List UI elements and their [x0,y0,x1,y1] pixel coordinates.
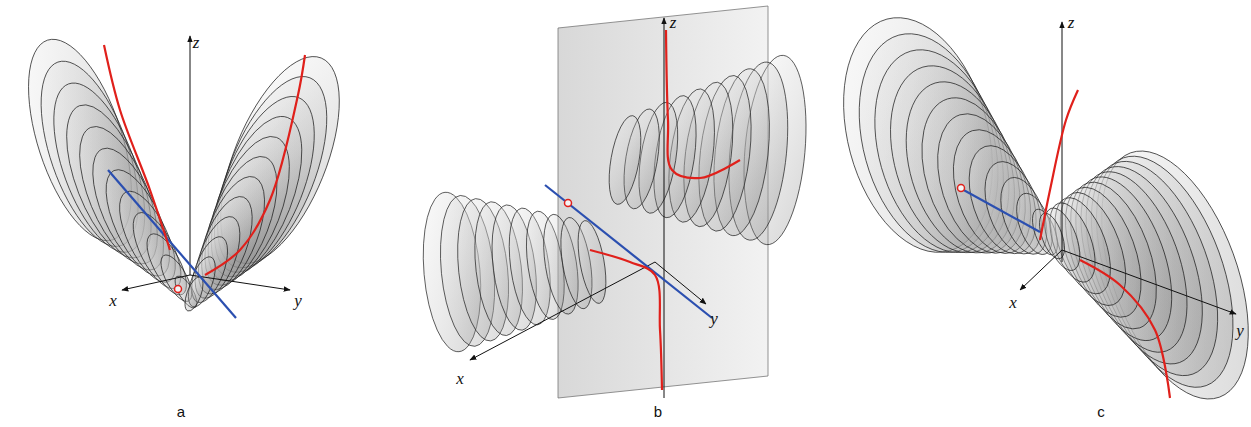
blue-line [960,188,1040,232]
panel-caption: a [177,404,185,419]
surface-tube [8,27,201,311]
red-curve [666,30,740,178]
red-curve [1080,260,1170,398]
red-point [565,200,572,207]
axis-label: x [1009,294,1017,311]
red-curve [205,55,305,275]
z-axis [1062,22,1063,262]
axis-label: z [1068,14,1075,31]
red-point [175,286,182,293]
axis-label: y [710,310,718,327]
contour-ellipse [573,219,611,306]
axis-label: z [193,34,200,51]
surface-tube [181,41,364,314]
blue-line [108,170,236,318]
y-axis [1062,250,1236,314]
red-curve [590,250,662,390]
panel-caption: b [654,404,662,419]
axis-label: x [456,370,464,387]
z-axis [664,18,665,398]
x-axis [470,262,655,360]
red-point [958,185,965,192]
blue-line [545,185,712,318]
surface-tube [819,1,1062,269]
z-axis [190,36,191,275]
surface-tube [1034,132,1251,419]
red-curve [104,45,170,250]
axis-label: y [1236,322,1244,339]
x-axis [1020,250,1062,290]
contour-ellipse [603,113,646,206]
axis-label: x [109,292,117,309]
surface-tube [603,53,813,248]
y-axis [655,262,706,304]
axis-label: z [670,14,677,31]
red-curve [1040,90,1078,240]
panel-caption: c [1097,404,1105,419]
axis-label: y [294,292,302,309]
plane [558,6,768,398]
